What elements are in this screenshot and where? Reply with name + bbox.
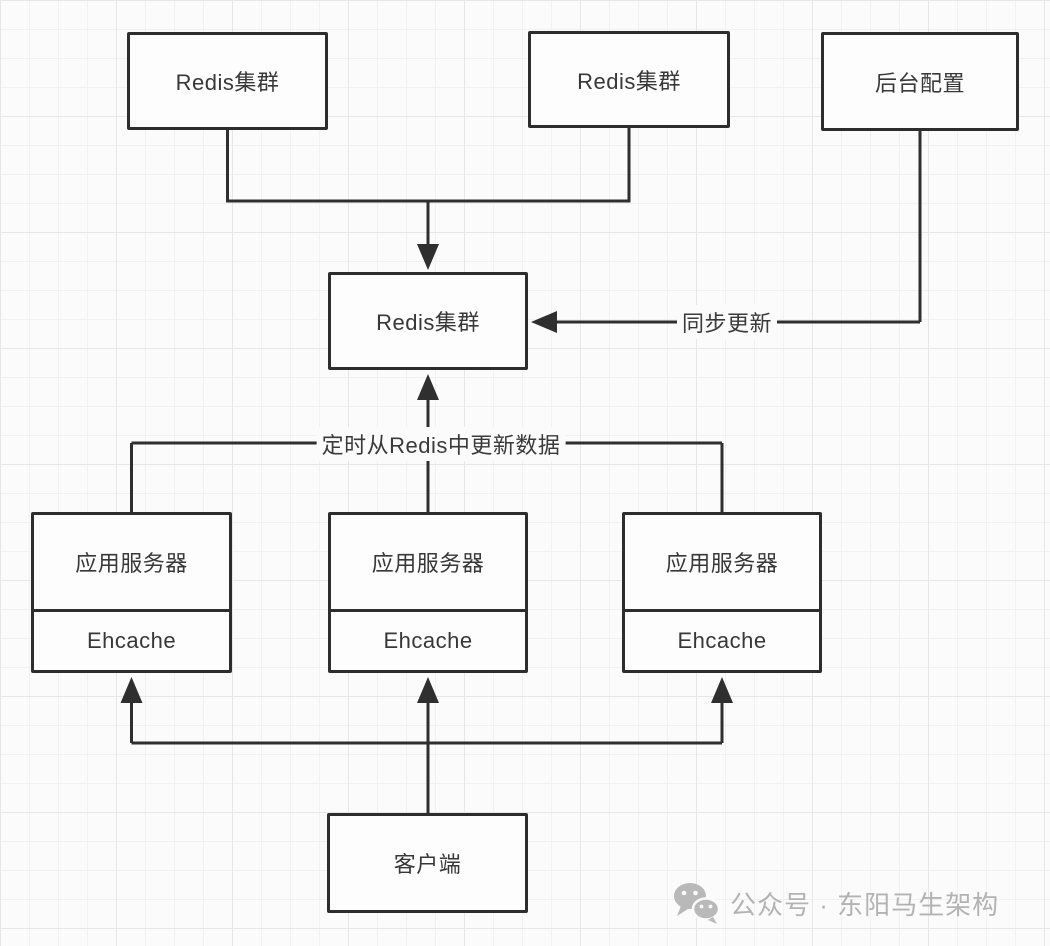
node-label: Redis集群 xyxy=(577,68,681,94)
node-redis-cluster-top-right: Redis集群 xyxy=(528,31,730,128)
arrowhead-into-ehcache-center xyxy=(417,677,439,703)
node-backend-config: 后台配置 xyxy=(821,32,1019,131)
arrowhead-sync-update xyxy=(531,311,557,333)
node-label: Redis集群 xyxy=(376,310,480,335)
arrowhead-into-ehcache-left xyxy=(120,677,143,703)
ehcache-label: Ehcache xyxy=(86,628,177,653)
node-app-server-left: 应用服务器 Ehcache xyxy=(31,512,232,673)
arrowhead-into-middle-redis-bottom xyxy=(417,374,439,400)
node-redis-cluster-top-left: Redis集群 xyxy=(127,32,328,130)
edge-label-scheduled-refresh: 定时从Redis中更新数据 xyxy=(316,427,566,461)
node-app-server-center: 应用服务器 Ehcache xyxy=(328,512,528,673)
arrowhead-into-middle-redis-top xyxy=(417,244,439,270)
node-redis-cluster-middle: Redis集群 xyxy=(328,272,528,370)
watermark: 公众号 · 东阳马生架构 xyxy=(672,882,999,924)
watermark-text: 公众号 · 东阳马生架构 xyxy=(730,889,1000,920)
node-label: 后台配置 xyxy=(874,70,965,96)
ehcache-label: Ehcache xyxy=(383,628,473,653)
node-client: 客户端 xyxy=(327,813,528,913)
node-app-server-right: 应用服务器 Ehcache xyxy=(622,512,822,673)
ehcache-label: Ehcache xyxy=(677,628,767,653)
wechat-icon xyxy=(674,883,720,924)
app-server-title: 应用服务器 xyxy=(331,515,525,612)
arrowhead-into-ehcache-right xyxy=(711,677,733,703)
app-server-title: 应用服务器 xyxy=(625,515,819,612)
node-label: Redis集群 xyxy=(175,70,280,95)
edge-label-sync-update: 同步更新 xyxy=(676,305,778,339)
app-server-title: 应用服务器 xyxy=(34,515,229,612)
node-label: 客户端 xyxy=(393,852,462,877)
